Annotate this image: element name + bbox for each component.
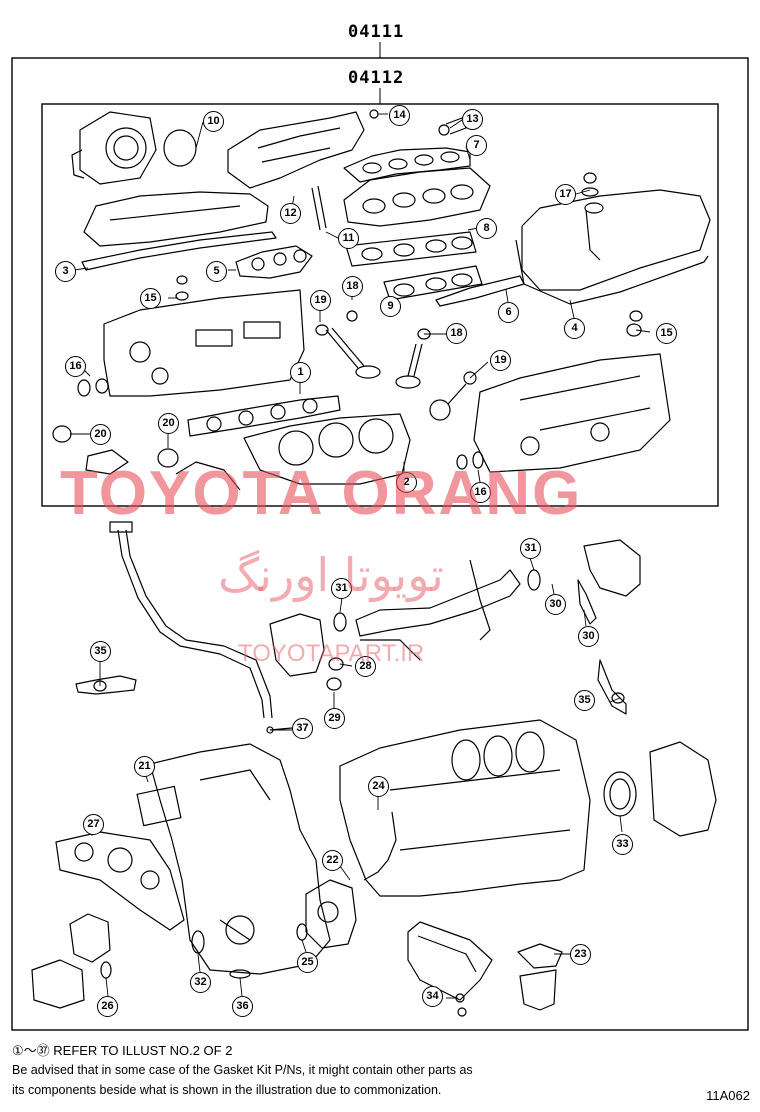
callout-2: 2 xyxy=(396,472,417,493)
callout-18-lower: 18 xyxy=(446,323,467,344)
callout-22: 22 xyxy=(322,850,343,871)
head-cover-right-drawing xyxy=(515,189,711,305)
callout-24: 24 xyxy=(368,776,389,797)
callout-8: 8 xyxy=(476,218,497,239)
valves-drawing xyxy=(325,327,467,421)
footnote-line-2: its components beside what is shown in t… xyxy=(12,1083,442,1097)
callout-15-right: 15 xyxy=(656,323,677,344)
throttle-gasket-ring xyxy=(163,129,197,167)
cylinder-block-drawing xyxy=(339,719,591,897)
callout-19-lower: 19 xyxy=(490,350,511,371)
callout-31-right: 31 xyxy=(520,538,541,559)
callout-36: 36 xyxy=(232,996,253,1017)
rear-plate-gasket-drawing xyxy=(649,741,717,837)
callout-23: 23 xyxy=(570,944,591,965)
oil-strainer-drawing xyxy=(517,943,563,1011)
callout-7: 7 xyxy=(466,135,487,156)
gasket-21-drawing xyxy=(136,785,182,827)
water-inlet-drawing xyxy=(269,612,347,691)
outer-kit-frame xyxy=(11,57,749,1031)
cylinder-head-gasket-right xyxy=(243,413,411,485)
footnote-line-1: Be advised that in some case of the Gask… xyxy=(12,1063,473,1077)
callout-3: 3 xyxy=(55,261,76,282)
callout-35-left: 35 xyxy=(90,641,111,662)
callout-17: 17 xyxy=(555,184,576,205)
oil-pump-drawing xyxy=(296,879,357,949)
plenum-gasket-drawing xyxy=(343,147,471,183)
oil-pan-drawing xyxy=(407,921,493,1017)
callout-14: 14 xyxy=(389,105,410,126)
callout-11: 11 xyxy=(338,228,359,249)
callout-16-right: 16 xyxy=(470,482,491,503)
callout-30-upper: 30 xyxy=(545,594,566,615)
callout-16-left: 16 xyxy=(65,356,86,377)
callout-31-left: 31 xyxy=(331,578,352,599)
callout-27: 27 xyxy=(83,814,104,835)
callout-12: 12 xyxy=(280,203,301,224)
callout-4: 4 xyxy=(564,318,585,339)
callout-6: 6 xyxy=(498,302,519,323)
footnote-reference: ①～㊲ REFER TO ILLUST NO.2 OF 2 xyxy=(12,1043,233,1058)
water-pipe-drawing xyxy=(355,559,521,661)
callout-20-mid: 20 xyxy=(158,413,179,434)
callout-10: 10 xyxy=(203,111,224,132)
illustration-id: 11A062 xyxy=(706,1088,750,1103)
cylinder-head-gasket-left xyxy=(187,395,341,437)
callout-33: 33 xyxy=(612,834,633,855)
callout-26: 26 xyxy=(97,996,118,1017)
exhaust-manifold-gasket-drawing xyxy=(235,245,313,279)
callout-9: 9 xyxy=(380,296,401,317)
callout-5: 5 xyxy=(206,261,227,282)
callout-29: 29 xyxy=(324,708,345,729)
callout-1: 1 xyxy=(290,362,311,383)
timing-cover-drawing xyxy=(149,743,331,975)
seal-36-drawing xyxy=(229,969,251,979)
cylinder-head-right-drawing xyxy=(473,353,671,473)
callout-34: 34 xyxy=(422,986,443,1007)
throttle-body-drawing xyxy=(71,111,157,185)
oil-pressure-line-drawing xyxy=(363,811,397,881)
intake-plenum-drawing xyxy=(227,111,365,189)
seal-32-drawing xyxy=(191,930,205,954)
oil-pump-gasket-drawing xyxy=(55,831,185,931)
callout-18-upper: 18 xyxy=(342,276,363,297)
intake-manifold-gasket-drawing xyxy=(345,231,483,301)
inner-kit-code: 04112 xyxy=(348,68,405,88)
callout-21: 21 xyxy=(134,756,155,777)
dipstick-tube-drawing xyxy=(109,521,273,719)
callout-28: 28 xyxy=(355,656,376,677)
callout-25: 25 xyxy=(297,952,318,973)
callout-13: 13 xyxy=(462,109,483,130)
callout-20-left: 20 xyxy=(90,424,111,445)
head-cover-left-drawing xyxy=(81,191,277,271)
water-outlet-drawing xyxy=(527,539,641,715)
intake-manifold-drawing xyxy=(343,167,491,227)
cylinder-head-left-drawing xyxy=(103,289,305,397)
callout-19-upper: 19 xyxy=(310,290,331,311)
oil-filter-drawing xyxy=(31,913,112,1009)
callout-30-lower: 30 xyxy=(578,626,599,647)
callout-15-left: 15 xyxy=(140,288,161,309)
callout-35-right: 35 xyxy=(574,690,595,711)
callout-37: 37 xyxy=(292,718,313,739)
callout-32: 32 xyxy=(190,972,211,993)
bolt-set-drawing xyxy=(75,675,293,734)
outer-kit-code: 04111 xyxy=(348,22,405,42)
